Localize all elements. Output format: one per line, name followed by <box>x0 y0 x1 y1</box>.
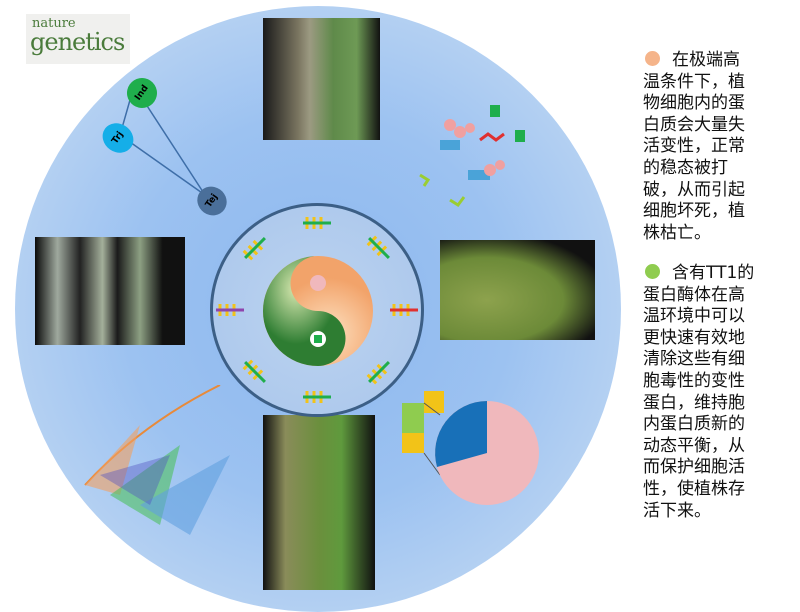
nature-genetics-logo: nature genetics <box>26 14 130 64</box>
explanation-paragraph-2: 含有TT1的蛋白酶体在高温环境中可以更快速有效地清除这些有细胞毒性的变性蛋白，维… <box>643 263 755 522</box>
logo-line2: genetics <box>30 28 125 56</box>
photo-seedlings-right <box>440 240 595 340</box>
photo-rice-bottom <box>263 415 375 590</box>
orange-dot-icon <box>645 51 660 66</box>
photo-rice-heat-top <box>263 18 380 140</box>
yin-yang-icon <box>263 256 373 366</box>
para1-text: 在极端高温条件下，植物细胞内的蛋白质会大量失活变性，正常的稳态被打破，从而引起细… <box>643 50 745 243</box>
logo-line1: nature <box>32 16 76 31</box>
green-dot-icon <box>645 264 660 279</box>
protein-icons-ring <box>216 217 418 403</box>
explanation-paragraph-1: 在极端高温条件下，植物细胞内的蛋白质会大量失活变性，正常的稳态被打破，从而引起细… <box>643 50 755 244</box>
proteasome-illustration <box>419 105 525 208</box>
panicle-model <box>84 385 230 535</box>
pie-chart-graphic <box>402 391 539 505</box>
photo-rice-left <box>35 237 185 345</box>
para2-text: 含有TT1的蛋白酶体在高温环境中可以更快速有效地清除这些有细胞毒性的变性蛋白，维… <box>643 263 755 521</box>
